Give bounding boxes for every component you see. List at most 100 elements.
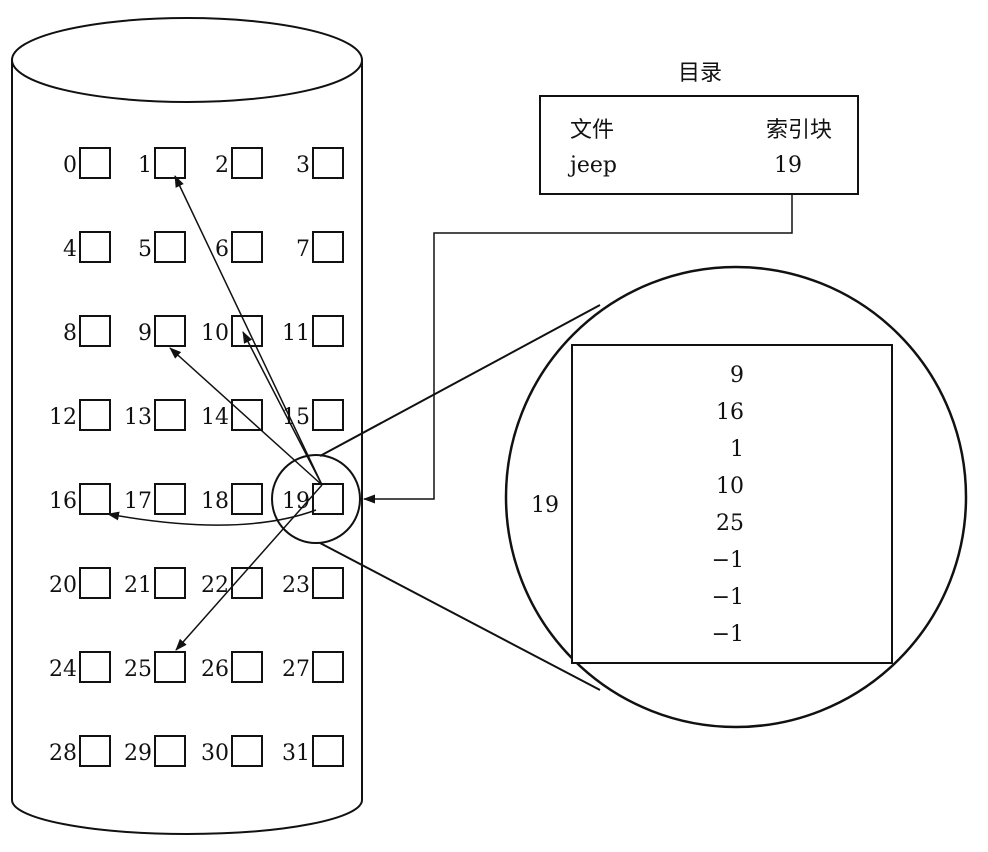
disk-block-3: 3 bbox=[296, 147, 344, 179]
block-pointers bbox=[107, 175, 323, 651]
disk-block-number: 16 bbox=[49, 489, 77, 514]
disk-block-number: 31 bbox=[282, 741, 310, 766]
disk-block-box bbox=[79, 147, 111, 179]
disk-block-box bbox=[154, 483, 186, 515]
disk-block-number: 4 bbox=[63, 237, 77, 262]
disk-block-box bbox=[154, 147, 186, 179]
disk-block-box bbox=[312, 399, 344, 431]
disk-block-11: 11 bbox=[282, 315, 344, 347]
disk-block-number: 20 bbox=[49, 573, 77, 598]
disk-block-box bbox=[154, 315, 186, 347]
disk-block-box bbox=[312, 147, 344, 179]
disk-block-27: 27 bbox=[282, 651, 344, 683]
disk-block-box bbox=[154, 567, 186, 599]
index-entry: −1 bbox=[712, 622, 744, 647]
index-entry: 1 bbox=[730, 437, 744, 462]
disk-block-25: 25 bbox=[124, 651, 186, 683]
disk-block-1: 1 bbox=[138, 147, 186, 179]
disk-block-box bbox=[312, 315, 344, 347]
directory-index-block-value: 19 bbox=[774, 153, 802, 178]
disk-block-box bbox=[312, 483, 344, 515]
disk-block-5: 5 bbox=[138, 231, 186, 263]
disk-block-box bbox=[154, 735, 186, 767]
disk-block-20: 20 bbox=[49, 567, 111, 599]
disk-block-number: 26 bbox=[201, 657, 229, 682]
disk-block-box bbox=[231, 651, 263, 683]
disk-block-7: 7 bbox=[296, 231, 344, 263]
disk-block-box bbox=[231, 567, 263, 599]
disk-block-22: 22 bbox=[201, 567, 263, 599]
disk-block-box bbox=[154, 651, 186, 683]
disk-block-15: 15 bbox=[282, 399, 344, 431]
disk-block-box bbox=[231, 315, 263, 347]
disk-block-number: 19 bbox=[282, 489, 310, 514]
disk-block-box bbox=[231, 147, 263, 179]
directory: 目录 文件 索引块 jeep 19 bbox=[539, 61, 859, 195]
index-entry: 10 bbox=[716, 474, 744, 499]
disk-block-18: 18 bbox=[201, 483, 263, 515]
disk-block-number: 10 bbox=[201, 321, 229, 346]
disk-block-26: 26 bbox=[201, 651, 263, 683]
disk-block-number: 25 bbox=[124, 657, 152, 682]
disk-block-number: 14 bbox=[201, 405, 229, 430]
index-entry: 9 bbox=[730, 363, 744, 388]
disk-block-box bbox=[231, 231, 263, 263]
disk-block-number: 30 bbox=[201, 741, 229, 766]
disk-block-number: 29 bbox=[124, 741, 152, 766]
disk-block-number: 13 bbox=[124, 405, 152, 430]
disk-block-box bbox=[231, 735, 263, 767]
disk-block-box bbox=[79, 735, 111, 767]
disk-block-number: 1 bbox=[138, 153, 152, 178]
disk-block-number: 5 bbox=[138, 237, 152, 262]
disk-block-number: 22 bbox=[201, 573, 229, 598]
disk-block-box bbox=[79, 567, 111, 599]
disk-block-box bbox=[231, 483, 263, 515]
index-entry: −1 bbox=[712, 585, 744, 610]
disk-block-13: 13 bbox=[124, 399, 186, 431]
pointer-arrow-to-block-9 bbox=[169, 347, 323, 486]
disk-block-number: 9 bbox=[138, 321, 152, 346]
disk-block-box bbox=[79, 231, 111, 263]
magnifier-small-circle bbox=[271, 454, 361, 544]
disk-block-number: 28 bbox=[49, 741, 77, 766]
disk-block-number: 18 bbox=[201, 489, 229, 514]
disk-block-2: 2 bbox=[215, 147, 263, 179]
directory-file-name: jeep bbox=[567, 153, 617, 178]
disk-block-number: 7 bbox=[296, 237, 310, 262]
disk-block-0: 0 bbox=[63, 147, 111, 179]
disk-block-6: 6 bbox=[215, 231, 263, 263]
disk-block-box bbox=[154, 399, 186, 431]
disk-block-31: 31 bbox=[282, 735, 344, 767]
disk-block-box bbox=[79, 651, 111, 683]
disk-block-30: 30 bbox=[201, 735, 263, 767]
disk-block-box bbox=[312, 567, 344, 599]
pointer-arrow-to-block-25 bbox=[175, 484, 323, 651]
disk-block-box bbox=[231, 399, 263, 431]
disk-block-box bbox=[312, 231, 344, 263]
pointer-arrow-to-block-16 bbox=[107, 509, 317, 526]
disk-block-24: 24 bbox=[49, 651, 111, 683]
directory-title: 目录 bbox=[678, 61, 722, 86]
index-block-box bbox=[571, 344, 893, 664]
disk-block-16: 16 bbox=[49, 483, 111, 515]
disk-block-number: 8 bbox=[63, 321, 77, 346]
directory-pointer-arrow bbox=[363, 194, 793, 504]
disk-block-9: 9 bbox=[138, 315, 186, 347]
disk-block-number: 0 bbox=[63, 153, 77, 178]
disk-block-box bbox=[79, 483, 111, 515]
disk-block-number: 11 bbox=[282, 321, 310, 346]
disk-block-21: 21 bbox=[124, 567, 186, 599]
disk-block-number: 27 bbox=[282, 657, 310, 682]
disk-block-number: 12 bbox=[49, 405, 77, 430]
index-entry: 16 bbox=[716, 400, 744, 425]
disk-block-23: 23 bbox=[282, 567, 344, 599]
disk-block-number: 24 bbox=[49, 657, 77, 682]
disk-block-number: 23 bbox=[282, 573, 310, 598]
index-entry: −1 bbox=[712, 548, 744, 573]
disk-block-28: 28 bbox=[49, 735, 111, 767]
index-block-label: 19 bbox=[531, 493, 559, 518]
disk-block-number: 2 bbox=[215, 153, 229, 178]
